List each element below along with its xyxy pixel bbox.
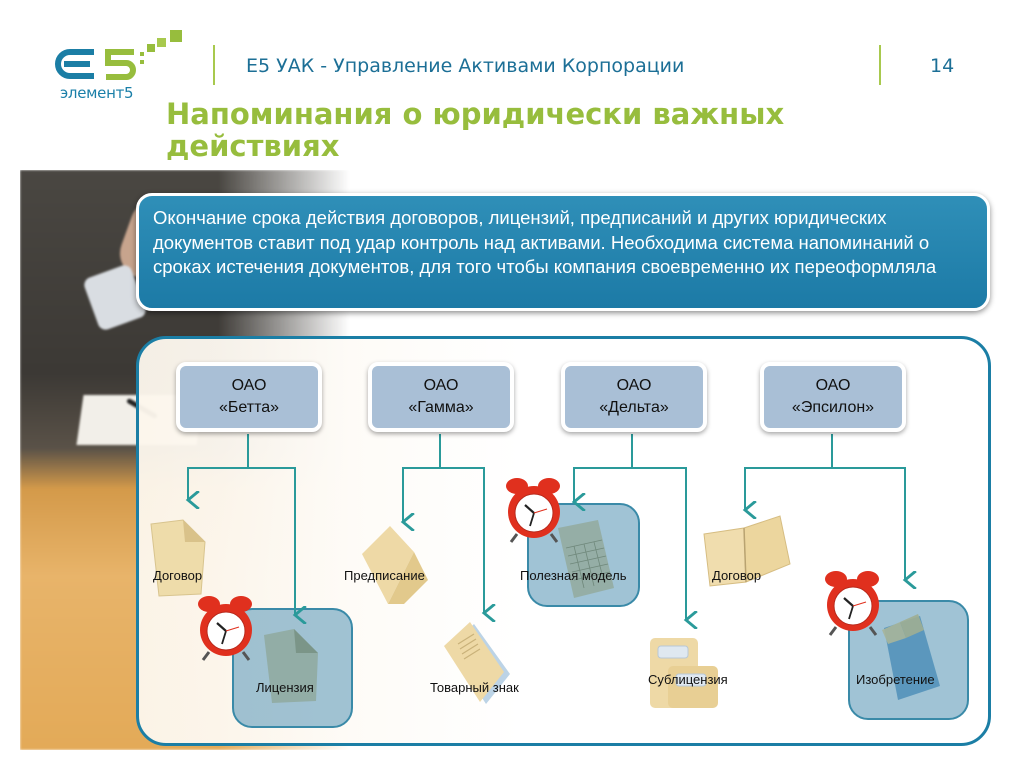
doc-label-betta-dogovor: Договор	[153, 568, 203, 583]
document-icon	[264, 629, 318, 703]
file-folder-icon	[650, 638, 718, 708]
header-title: E5 УАК - Управление Активами Корпорации	[246, 55, 685, 77]
open-book-icon	[703, 515, 791, 587]
company-delta-type: ОАО	[616, 377, 652, 394]
alarm-clock-icon	[198, 596, 252, 661]
blueprint-icon	[558, 520, 614, 598]
slide-title: Напоминания о юридически важных действия…	[166, 97, 785, 163]
header-divider-right	[879, 45, 881, 85]
company-delta: ОАО «Дельта»	[561, 362, 707, 432]
doc-label-delta-sublicenziya: Сублицензия	[648, 672, 728, 687]
e5-logo-icon	[55, 30, 182, 80]
page-number: 14	[930, 55, 955, 77]
company-betta-type: ОАО	[231, 377, 267, 394]
doc-label-epsilon-izobretenie: Изобретение	[856, 672, 935, 687]
company-betta: ОАО «Бетта»	[176, 362, 322, 432]
company-epsilon-type: ОАО	[815, 377, 851, 394]
alarm-clock-icon	[825, 571, 879, 636]
company-epsilon-name: «Эпсилон»	[791, 399, 875, 416]
header-divider-left	[213, 45, 215, 85]
notebook-icon	[444, 622, 510, 704]
clipboard-icon	[882, 614, 940, 700]
folder-icon	[362, 526, 428, 604]
company-gamma-name: «Гамма»	[408, 399, 474, 416]
company-gamma: ОАО «Гамма»	[368, 362, 514, 432]
logo-subtitle: элемент5	[60, 84, 134, 102]
company-epsilon: ОАО «Эпсилон»	[760, 362, 906, 432]
doc-label-delta-poleznaya-model: Полезная модель	[520, 568, 627, 583]
info-text: Окончание срока действия договоров, лице…	[153, 207, 937, 277]
doc-label-epsilon-dogovor: Договор	[712, 568, 762, 583]
doc-label-betta-licenziya: Лицензия	[256, 680, 314, 695]
company-delta-name: «Дельта»	[599, 399, 669, 416]
info-box: Окончание срока действия договоров, лице…	[136, 193, 990, 311]
company-betta-name: «Бетта»	[218, 399, 280, 416]
doc-label-gamma-tovarny-znak: Товарный знак	[430, 680, 519, 695]
company-gamma-type: ОАО	[423, 377, 459, 394]
document-icon	[150, 519, 206, 597]
alarm-clock-icon	[506, 478, 560, 543]
doc-label-gamma-predpisanie: Предписание	[344, 568, 425, 583]
